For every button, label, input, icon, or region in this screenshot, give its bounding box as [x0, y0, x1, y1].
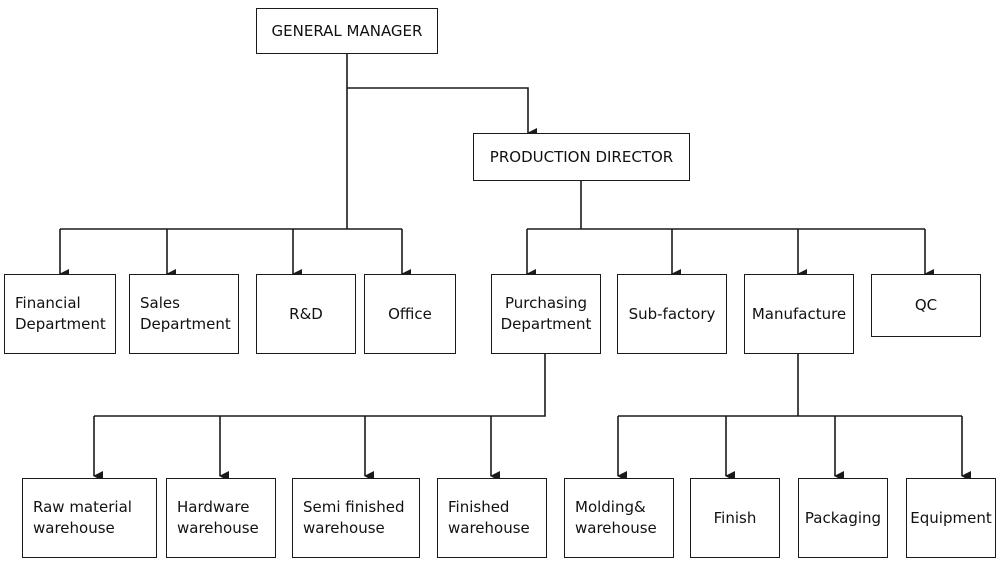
rd-node: R&D	[256, 274, 356, 354]
equipment-node: Equipment	[906, 478, 996, 558]
finish-node: Finish	[690, 478, 780, 558]
hardware-warehouse-node: Hardware warehouse	[166, 478, 276, 558]
raw-material-warehouse-node: Raw material warehouse	[22, 478, 157, 558]
office-node: Office	[364, 274, 456, 354]
molding-warehouse-node: Molding& warehouse	[564, 478, 674, 558]
finished-warehouse-node: Finished warehouse	[437, 478, 547, 558]
packaging-node: Packaging	[798, 478, 888, 558]
financial-department-node: Financial Department	[4, 274, 116, 354]
sales-department-node: Sales Department	[129, 274, 239, 354]
production-director-node: PRODUCTION DIRECTOR	[473, 133, 690, 181]
purchasing-branch-line	[94, 354, 546, 417]
manufacture-node: Manufacture	[744, 274, 854, 354]
semi-finished-warehouse-node: Semi finished warehouse	[292, 478, 420, 558]
gm-to-production-director-arrow	[347, 87, 537, 138]
sub-factory-node: Sub-factory	[617, 274, 727, 354]
qc-node: QC	[871, 274, 981, 337]
purchasing-department-node: Purchasing Department	[491, 274, 601, 354]
general-manager-node: GENERAL MANAGER	[256, 8, 438, 54]
